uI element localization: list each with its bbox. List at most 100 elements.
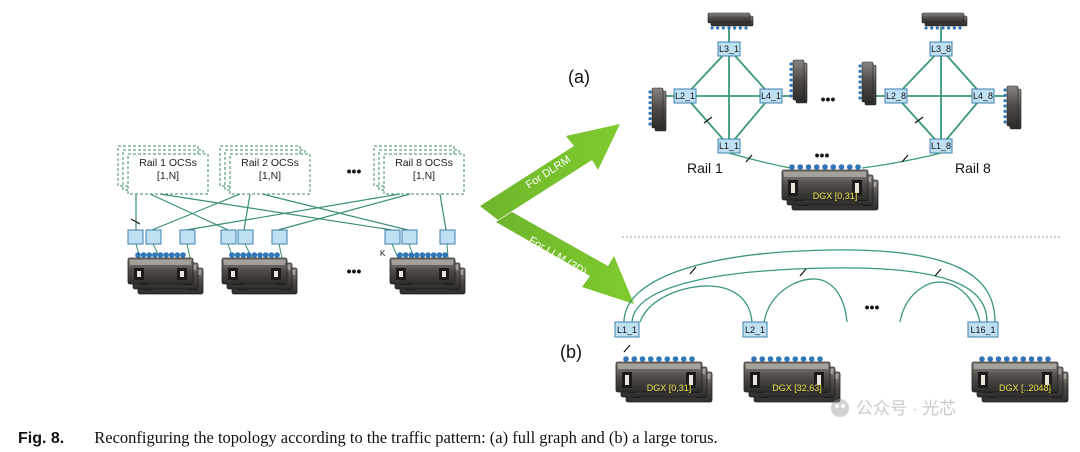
ocs-group-rail-8: Rail 8 OCSs [1,N] (373, 145, 465, 195)
port-dot (146, 252, 153, 258)
topology-diagram: Rail 1 OCSs [1,N] Rail 2 OCSs [1,N] Rail… (117, 12, 1069, 418)
port-dot (631, 356, 638, 362)
leaf-switches (127, 229, 456, 245)
port-dot (174, 252, 181, 258)
switch-label: L1_1 (719, 141, 739, 151)
ocs-range: [1,N] (259, 170, 281, 182)
port-dot (855, 164, 861, 170)
port-dot (987, 356, 994, 362)
panel-a-label: (a) (568, 67, 590, 87)
port-dot (229, 252, 235, 258)
port-dot (430, 252, 437, 258)
port-dot (168, 252, 175, 258)
ocs-range: [1,N] (157, 170, 179, 182)
dgx-ellipsis: ••• (347, 263, 362, 279)
rail-8-graph: L3_8 L2_8 L4_8 L1_8 Rail 8 (874, 27, 1004, 176)
ocs-group-rail-1: Rail 1 OCSs [1,N] (117, 145, 209, 195)
mini-dgx-icons (648, 12, 1022, 132)
switch-label: L4_1 (761, 91, 781, 101)
port-dot (800, 356, 807, 362)
port-dot (442, 252, 448, 258)
switch-label: L3_8 (931, 44, 951, 54)
dgx-stack: DGX [32,63] (743, 356, 841, 403)
switch-label: L1_8 (931, 141, 951, 151)
port-dot (767, 356, 774, 362)
port-dot (751, 356, 757, 362)
panel-b-label: (b) (560, 342, 582, 362)
port-dot (808, 356, 815, 362)
ocs-title: Rail 2 OCSs (241, 157, 299, 169)
switch-down-links (135, 243, 449, 259)
port-dot (979, 356, 985, 362)
dgx-chassis (615, 361, 703, 393)
panel-a: (a) L3_1 L2_1 L4_1 L1_1 Rail (568, 12, 1022, 211)
ocs-title: Rail 1 OCSs (139, 157, 197, 169)
panel-b: (b) ••• L1_1 L2_1 L16_1 DGX [0,31] DGX [… (560, 249, 1069, 403)
port-dot (792, 356, 799, 362)
rail-ellipsis: ••• (821, 91, 836, 107)
port-dot (1020, 356, 1027, 362)
port-dot (817, 356, 823, 362)
port-dot (402, 252, 409, 258)
mini-dgx (789, 59, 808, 104)
port-dot (647, 356, 654, 362)
port-dot (140, 252, 147, 258)
switch-label: L16_1 (970, 325, 995, 335)
dgx-stack (127, 252, 204, 295)
switch-label: L4_8 (973, 91, 993, 101)
port-dot (1045, 356, 1051, 362)
port-dot (784, 356, 790, 362)
switch-label: L2_8 (886, 91, 906, 101)
port-dot (251, 252, 258, 258)
switch-label: L1_1 (617, 325, 637, 335)
port-dot (805, 164, 812, 170)
switch-label: L2_1 (675, 91, 695, 101)
rail-name: Rail 8 (955, 160, 991, 176)
k-label: K (380, 249, 386, 258)
port-dot (797, 164, 804, 170)
port-dot (1036, 356, 1043, 362)
dgx-label: DGX [0,31] (813, 191, 858, 201)
mini-dgx (707, 12, 754, 30)
dgx-label: DGX [32,63] (772, 383, 822, 393)
port-dot (689, 356, 695, 362)
port-dot (759, 356, 766, 362)
arrow-for-llm: For LLM (3D) (496, 212, 634, 304)
port-dot (246, 252, 252, 258)
dgx-label: DGX [..2048] (999, 383, 1051, 393)
ocs-title: Rail 8 OCSs (395, 157, 453, 169)
port-dot (680, 356, 687, 362)
port-dot (419, 252, 426, 258)
port-dot (268, 252, 275, 258)
port-dot (838, 164, 845, 170)
port-dot (822, 164, 828, 170)
left-panel: Rail 1 OCSs [1,N] Rail 2 OCSs [1,N] Rail… (117, 145, 466, 295)
port-dot (1003, 356, 1010, 362)
port-dot (813, 164, 820, 170)
port-dot (234, 252, 241, 258)
caption-text: Reconfiguring the topology according to … (94, 428, 718, 447)
mini-dgx (1003, 85, 1022, 130)
port-dot (830, 164, 837, 170)
port-dot (408, 252, 415, 258)
port-dot (240, 252, 247, 258)
dgx-stack: DGX [0,31] (615, 356, 713, 403)
port-dot (846, 164, 853, 170)
port-dot (1012, 356, 1018, 362)
dgx-label: DGX [0,31] (647, 383, 692, 393)
rail-1-graph: L3_1 L2_1 L4_1 L1_1 Rail 1 (664, 27, 792, 176)
switch-label: L2_1 (745, 325, 765, 335)
ocs-range: [1,N] (413, 170, 435, 182)
port-dot (262, 252, 269, 258)
port-dot (152, 252, 158, 258)
dgx-chassis (781, 169, 869, 201)
port-dot (1028, 356, 1035, 362)
dgx-chassis (743, 361, 831, 393)
watermark-text: 公众号 · 光芯 (856, 399, 956, 418)
mini-dgx (648, 87, 667, 132)
torus-ellipsis: ••• (865, 299, 880, 315)
ocs-links (135, 193, 447, 231)
rail-name: Rail 1 (687, 160, 723, 176)
port-dot (789, 164, 795, 170)
port-dot (274, 252, 280, 258)
